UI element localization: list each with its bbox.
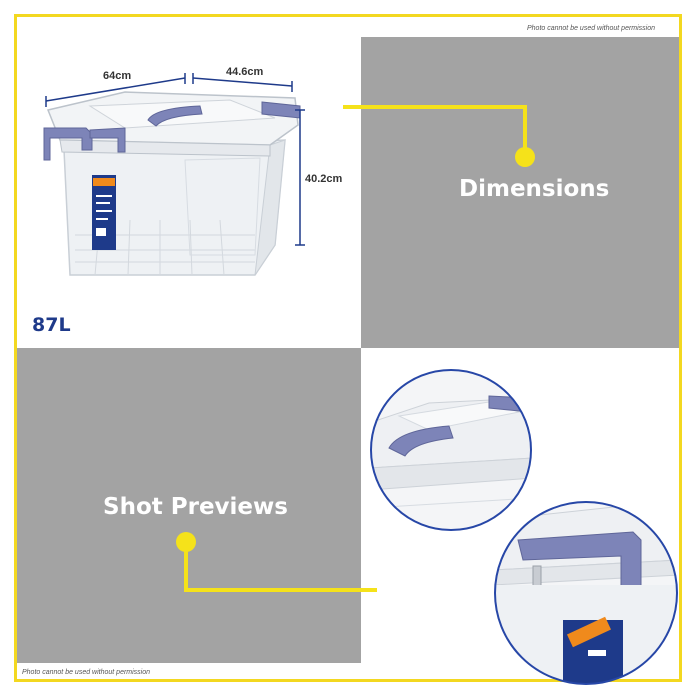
shot-previews-title: Shot Previews xyxy=(103,494,288,520)
preview-circle-handle xyxy=(370,369,532,531)
length-label: 64cm xyxy=(103,70,132,82)
bottom-left-panel xyxy=(17,348,361,663)
width-label: 44.6cm xyxy=(226,66,264,78)
watermark-top: Photo cannot be used without permission xyxy=(527,25,656,32)
height-label: 40.2cm xyxy=(305,173,343,185)
top-right-panel xyxy=(361,37,679,348)
capacity-label: 87L xyxy=(32,314,71,336)
storage-box-image xyxy=(43,91,301,276)
watermark-bottom: Photo cannot be used without permission xyxy=(22,669,151,676)
preview-circle-latch xyxy=(494,501,678,685)
dimensions-title: Dimensions xyxy=(459,176,610,202)
